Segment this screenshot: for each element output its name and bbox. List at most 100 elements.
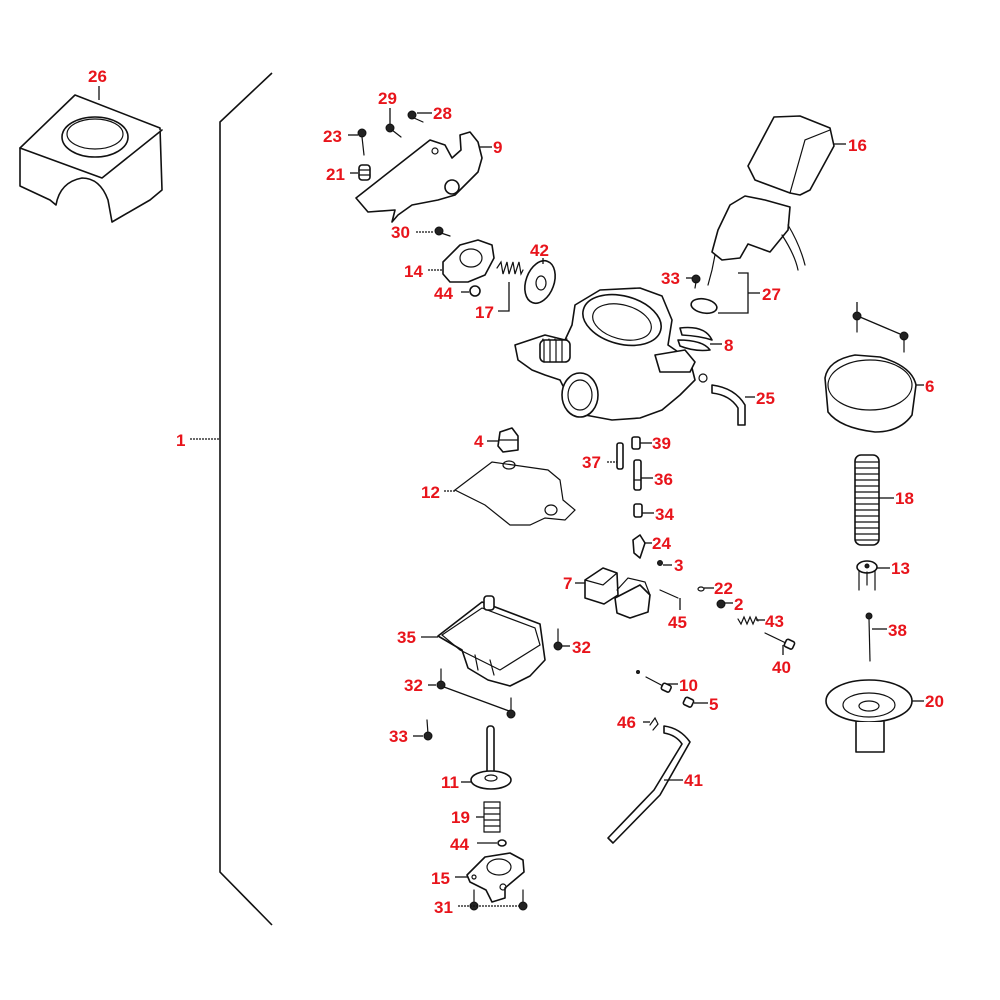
part-30-screw[interactable] bbox=[416, 226, 451, 237]
part-38-jet-needle[interactable] bbox=[865, 612, 887, 662]
callout-1[interactable]: 1 bbox=[176, 431, 185, 450]
callout-43[interactable]: 43 bbox=[765, 612, 784, 631]
callout-32-upper[interactable]: 32 bbox=[572, 638, 591, 657]
callout-39[interactable]: 39 bbox=[652, 434, 671, 453]
callout-4[interactable]: 4 bbox=[474, 432, 484, 451]
callout-26[interactable]: 26 bbox=[88, 67, 107, 86]
callout-3[interactable]: 3 bbox=[674, 556, 683, 575]
part-25-hose[interactable] bbox=[698, 373, 755, 426]
part-24-float-valve[interactable] bbox=[632, 534, 652, 559]
part-44-o-ring-lower[interactable] bbox=[477, 839, 507, 847]
part-37-needle-jet[interactable] bbox=[607, 442, 624, 470]
callout-12[interactable]: 12 bbox=[421, 483, 440, 502]
callout-27[interactable]: 27 bbox=[762, 285, 781, 304]
callout-33-upper[interactable]: 33 bbox=[661, 269, 680, 288]
callout-45[interactable]: 45 bbox=[668, 613, 687, 632]
part-40-air-screw[interactable] bbox=[764, 632, 796, 655]
callout-35[interactable]: 35 bbox=[397, 628, 416, 647]
part-13-needle-holder[interactable] bbox=[856, 560, 890, 591]
part-32-screws-lower[interactable] bbox=[428, 668, 516, 719]
part-cover-screws[interactable] bbox=[852, 302, 909, 353]
carburetor-body[interactable] bbox=[514, 286, 696, 421]
part-14-cover[interactable] bbox=[428, 239, 495, 283]
part-19-spring[interactable] bbox=[476, 801, 501, 833]
callout-17[interactable]: 17 bbox=[475, 303, 494, 322]
callout-30[interactable]: 30 bbox=[391, 223, 410, 242]
callout-7[interactable]: 7 bbox=[563, 574, 572, 593]
callout-36[interactable]: 36 bbox=[654, 470, 673, 489]
part-36-holder[interactable] bbox=[633, 459, 653, 491]
callout-28[interactable]: 28 bbox=[433, 104, 452, 123]
part-29-screw[interactable] bbox=[385, 108, 402, 138]
callout-2[interactable]: 2 bbox=[734, 595, 743, 614]
part-26-cap[interactable] bbox=[19, 86, 163, 223]
part-9-throttle-lever[interactable] bbox=[355, 131, 492, 223]
part-5-plug[interactable] bbox=[682, 696, 708, 708]
callout-38[interactable]: 38 bbox=[888, 621, 907, 640]
part-21-spring[interactable] bbox=[350, 164, 371, 181]
callout-9[interactable]: 9 bbox=[493, 138, 502, 157]
part-31-screws[interactable] bbox=[458, 889, 528, 911]
assembly-bracket: 1 bbox=[176, 72, 273, 926]
part-42-diaphragm[interactable] bbox=[519, 257, 560, 308]
callout-16[interactable]: 16 bbox=[848, 136, 867, 155]
part-32-screw-upper[interactable] bbox=[553, 628, 570, 651]
part-46-clip[interactable] bbox=[643, 716, 659, 731]
callout-14[interactable]: 14 bbox=[404, 262, 423, 281]
callout-46[interactable]: 46 bbox=[617, 713, 636, 732]
part-22-o-ring[interactable] bbox=[697, 586, 714, 592]
part-8-plate[interactable] bbox=[677, 326, 722, 352]
callout-6[interactable]: 6 bbox=[925, 377, 934, 396]
part-3-clip[interactable] bbox=[657, 560, 673, 566]
part-39-jet[interactable] bbox=[631, 436, 652, 450]
callout-21[interactable]: 21 bbox=[326, 165, 345, 184]
part-11-pump-diaphragm[interactable] bbox=[461, 725, 512, 790]
part-23-screw[interactable] bbox=[348, 128, 367, 156]
part-20-vacuum-piston[interactable] bbox=[825, 679, 924, 753]
part-45-float-pin[interactable] bbox=[659, 589, 681, 610]
callout-32-lower[interactable]: 32 bbox=[404, 676, 423, 695]
callout-20[interactable]: 20 bbox=[925, 692, 944, 711]
callout-44-lower[interactable]: 44 bbox=[450, 835, 469, 854]
part-33-screw-lower[interactable] bbox=[413, 719, 433, 741]
callout-25[interactable]: 25 bbox=[756, 389, 775, 408]
callout-22[interactable]: 22 bbox=[714, 579, 733, 598]
part-44-o-ring[interactable] bbox=[461, 285, 481, 297]
callout-13[interactable]: 13 bbox=[891, 559, 910, 578]
callout-10[interactable]: 10 bbox=[679, 676, 698, 695]
part-17-spring[interactable] bbox=[496, 260, 524, 312]
callout-18[interactable]: 18 bbox=[895, 489, 914, 508]
callout-37[interactable]: 37 bbox=[582, 453, 601, 472]
callout-8[interactable]: 8 bbox=[724, 336, 733, 355]
callout-41[interactable]: 41 bbox=[684, 771, 703, 790]
callout-24[interactable]: 24 bbox=[652, 534, 671, 553]
callout-23[interactable]: 23 bbox=[323, 127, 342, 146]
callout-44-upper[interactable]: 44 bbox=[434, 284, 453, 303]
part-4-cap[interactable] bbox=[487, 427, 519, 453]
part-35-float-chamber[interactable] bbox=[421, 595, 546, 687]
part-10-drain-screw[interactable] bbox=[636, 670, 679, 693]
part-27-bystarter[interactable] bbox=[690, 195, 806, 315]
part-33-screw-upper[interactable] bbox=[686, 274, 701, 289]
part-6-vacuum-cover[interactable] bbox=[824, 354, 924, 433]
part-41-drain-tube[interactable] bbox=[607, 725, 691, 844]
callout-33-lower[interactable]: 33 bbox=[389, 727, 408, 746]
callout-42[interactable]: 42 bbox=[530, 241, 549, 260]
part-7-float[interactable] bbox=[575, 567, 651, 619]
part-2-washer[interactable] bbox=[716, 599, 733, 609]
callout-15[interactable]: 15 bbox=[431, 869, 450, 888]
part-15-pump-cover[interactable] bbox=[455, 852, 525, 903]
callout-19[interactable]: 19 bbox=[451, 808, 470, 827]
part-16-choke-cover[interactable] bbox=[747, 115, 846, 196]
callout-5[interactable]: 5 bbox=[709, 695, 718, 714]
part-28-screw[interactable] bbox=[407, 110, 432, 123]
callout-34[interactable]: 34 bbox=[655, 505, 674, 524]
part-34-main-jet[interactable] bbox=[633, 503, 654, 518]
callout-31[interactable]: 31 bbox=[434, 898, 453, 917]
callout-40[interactable]: 40 bbox=[772, 658, 791, 677]
callout-29[interactable]: 29 bbox=[378, 89, 397, 108]
part-12-gasket[interactable] bbox=[444, 460, 576, 526]
part-43-spring[interactable] bbox=[737, 615, 765, 626]
callout-11[interactable]: 11 bbox=[441, 773, 459, 792]
part-18-spring[interactable] bbox=[854, 454, 894, 546]
